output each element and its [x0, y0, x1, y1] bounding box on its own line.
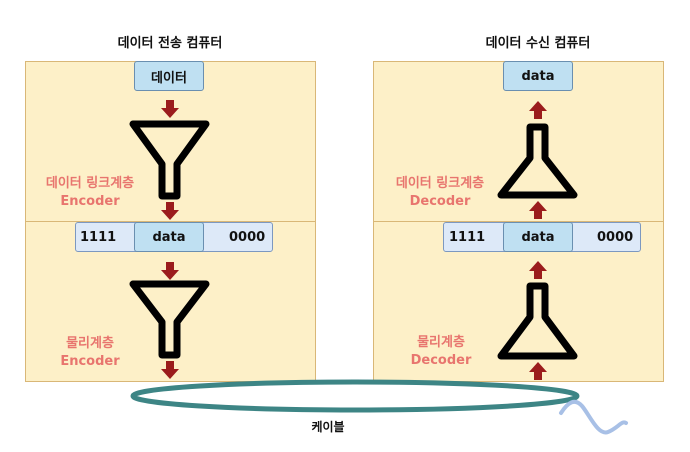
sender-physical-label: 물리계층 Encoder [45, 335, 135, 371]
receiver-frame-header: 1111 [449, 229, 486, 245]
sender-frame-trailer: 0000 [229, 229, 266, 245]
sender-arrow-3 [161, 262, 179, 280]
sender-arrows [161, 100, 179, 379]
receiver-arrows [529, 101, 547, 380]
sender-title: 데이터 전송 컴퓨터 [117, 36, 223, 51]
receiver-arrow-2 [529, 201, 547, 219]
sender-physical-label-line2: Encoder [60, 354, 120, 369]
cable-ring [130, 379, 580, 413]
sender-layer-divider [25, 221, 316, 222]
sender-datalink-funnel-icon [129, 120, 210, 200]
receiver-arrow-1 [529, 101, 547, 119]
sender-frame-data-text: data [152, 229, 186, 245]
sender-arrow-1 [161, 100, 179, 118]
receiver-data-text: data [521, 68, 555, 84]
receiver-physical-flask-icon [497, 282, 578, 360]
signal-wave-icon [559, 399, 628, 435]
receiver-layer-divider [373, 221, 664, 222]
receiver-frame-data: data [503, 222, 573, 252]
receiver-physical-label-line2: Decoder [410, 353, 472, 368]
sender-physical-label-line1: 물리계층 [66, 336, 114, 351]
receiver-datalink-label: 데이터 링크계층 Decoder [380, 175, 500, 211]
sender-frame-header: 1111 [80, 229, 117, 245]
receiver-title: 데이터 수신 컴퓨터 [485, 36, 591, 51]
receiver-datalink-label-line2: Decoder [409, 194, 471, 209]
sender-frame-data: data [134, 222, 204, 252]
sender-data-text: 데이터 [151, 70, 187, 86]
receiver-arrow-4 [529, 362, 547, 380]
sender-datalink-label: 데이터 링크계층 Encoder [30, 175, 150, 211]
receiver-frame-trailer: 0000 [597, 229, 634, 245]
receiver-frame-data-text: data [521, 229, 555, 245]
sender-physical-funnel-icon [129, 280, 210, 359]
sender-arrow-2 [161, 202, 179, 220]
receiver-datalink-label-line1: 데이터 링크계층 [395, 176, 485, 191]
sender-data-box: 데이터 [134, 61, 204, 91]
receiver-arrow-3 [529, 261, 547, 279]
sender-datalink-label-line2: Encoder [60, 194, 120, 209]
receiver-physical-label: 물리계층 Decoder [396, 334, 486, 370]
receiver-data-box: data [503, 61, 573, 91]
receiver-datalink-flask-icon [497, 123, 578, 199]
sender-arrow-4 [161, 361, 179, 379]
cable-label: 케이블 [311, 420, 345, 434]
sender-datalink-label-line1: 데이터 링크계층 [45, 176, 135, 191]
receiver-physical-label-line1: 물리계층 [417, 335, 465, 350]
